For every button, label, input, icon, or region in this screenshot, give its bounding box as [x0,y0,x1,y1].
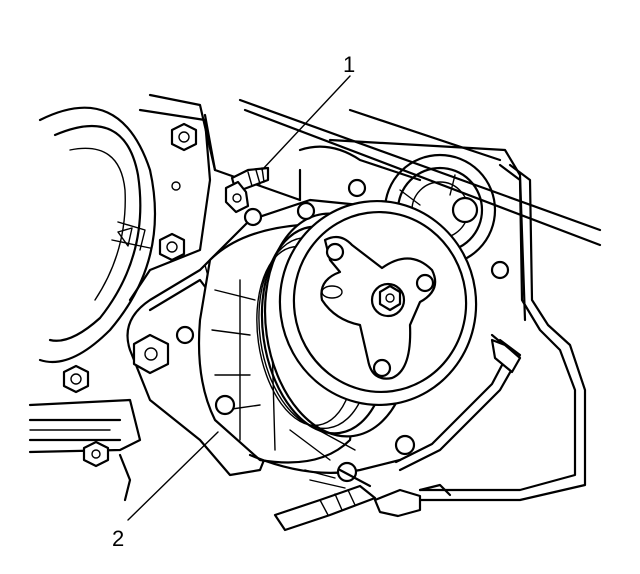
refrigerant-lines [394,163,587,502]
lower-frame [28,398,142,502]
electrical-connector [273,468,452,532]
callout-1: 1 [261,52,355,171]
bolt-head-icon [170,122,198,152]
callout-2-label: 2 [112,526,124,551]
callout-2-leader [127,431,219,521]
mounting-stud [224,166,270,214]
engine-housing [38,93,217,364]
callout-1-label: 1 [343,52,355,77]
bolt-head-icon [62,364,90,394]
bracket-bolt [132,333,170,375]
callout-1-leader [261,75,351,171]
upper-bracket [203,98,602,322]
callout-2: 2 [112,431,219,551]
clutch-perimeter-bolts [175,201,510,483]
engine-bolts [62,122,198,394]
clutch-hub-plate [320,235,437,380]
bolt-head-icon [158,232,186,262]
